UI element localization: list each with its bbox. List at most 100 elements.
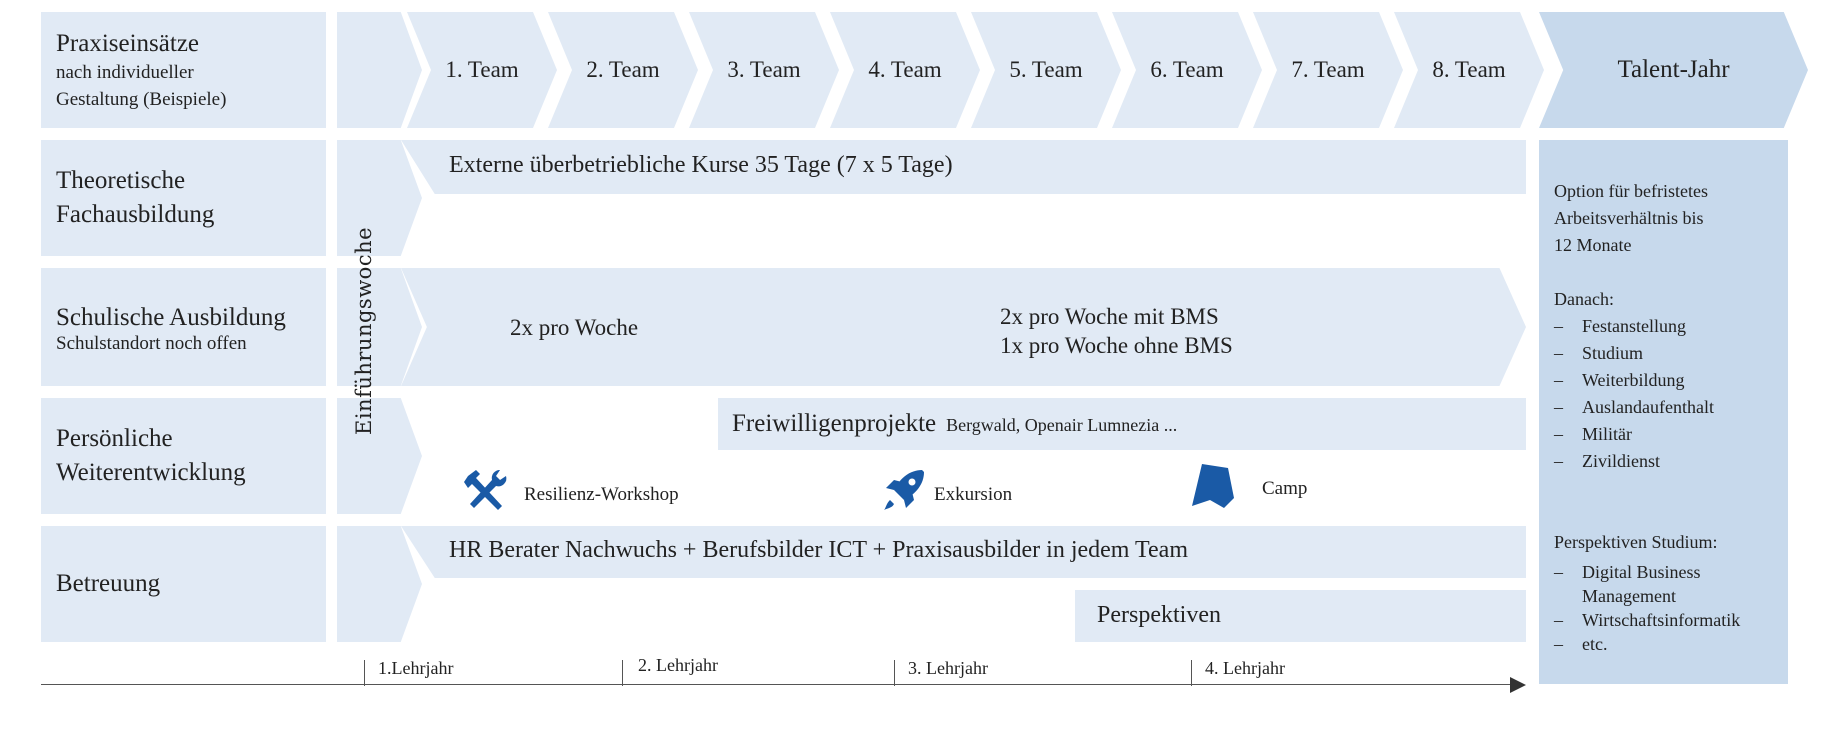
volunteer-band (718, 398, 1526, 450)
panel-list-item: –Wirtschaftsinformatik (1554, 608, 1773, 632)
dash-icon: – (1554, 634, 1563, 654)
dash-icon: – (1554, 370, 1563, 390)
dash-icon: – (1554, 562, 1563, 582)
school-chevron-1-label: 2x pro Woche (510, 315, 639, 340)
support-band-label: HR Berater Nachwuchs + Berufsbilder ICT … (449, 537, 1188, 563)
panel-heading: Perspektiven Studium: (1554, 532, 1718, 552)
timeline-label: 1.Lehrjahr (378, 658, 454, 678)
list-item-label: Weiterbildung (1582, 370, 1685, 390)
intro-week-label: Einführungswoche (352, 226, 376, 435)
talent-year-chevron: Talent-Jahr (1539, 12, 1808, 128)
team-label: 5. Team (1009, 57, 1083, 82)
team-label: 7. Team (1291, 57, 1365, 82)
school-chevron-2 (863, 268, 1526, 386)
panel-list-item: –Digital Business Management (1554, 560, 1773, 608)
row-title: Persönliche (56, 425, 173, 453)
row-title: Fachausbildung (56, 201, 215, 228)
perspectives-label: Perspektiven (1097, 602, 1221, 628)
panel-text: Arbeitsverhältnis bis (1554, 208, 1704, 228)
timeline-tick (364, 660, 365, 686)
list-item-label: Militär (1582, 424, 1632, 444)
row-subtitle: Gestaltung (Beispiele) (56, 88, 227, 110)
school-chevron-2-label: 2x pro Woche mit BMS 1x pro Woche ohne B… (1000, 302, 1233, 360)
team-label: 4. Team (868, 57, 942, 82)
row-title: Theoretische (56, 167, 186, 195)
event-label: Exkursion (934, 484, 1013, 505)
row-subtitle: nach individueller (56, 62, 194, 84)
timeline-tick (1191, 660, 1192, 686)
theory-band-label: Externe überbetriebliche Kurse 35 Tage (… (449, 152, 953, 178)
panel-list-item: –Festanstellung (1554, 313, 1773, 340)
team-chevron: 5. Team (971, 12, 1121, 128)
volunteer-title: Freiwilligenprojekte (732, 410, 937, 437)
list-item-label: etc. (1582, 634, 1608, 654)
talent-year-label: Talent-Jahr (1617, 56, 1730, 83)
list-item-label: Festanstellung (1582, 316, 1686, 336)
support-band (401, 526, 1526, 578)
timeline-tick (894, 660, 895, 686)
timeline-tick (622, 660, 623, 686)
row-title: Betreuung (56, 570, 161, 598)
row-title: Praxiseinsätze (56, 29, 200, 57)
intro-week-segment (337, 526, 422, 642)
team-chevron: 3. Team (689, 12, 839, 128)
team-label: 6. Team (1150, 57, 1224, 82)
list-item-label: Studium (1582, 343, 1644, 363)
event-label: Resilienz-Workshop (524, 484, 679, 505)
event-label: Camp (1262, 478, 1308, 499)
panel-heading: Danach: (1554, 289, 1614, 309)
volunteer-label: Freiwilligenprojekte Bergwald, Openair L… (732, 410, 1177, 438)
panel-list-item: –Militär (1554, 421, 1773, 448)
team-chevron: 1. Team (407, 12, 557, 128)
volunteer-examples: Bergwald, Openair Lumnezia ... (946, 415, 1178, 435)
rocket-icon (884, 470, 924, 510)
timeline-label: 4. Lehrjahr (1205, 658, 1285, 678)
dash-icon: – (1554, 610, 1563, 630)
perspectives-band (1075, 590, 1526, 642)
team-chevron: 6. Team (1112, 12, 1262, 128)
team-label: 2. Team (586, 57, 660, 82)
list-item-label: Auslandaufenthalt (1582, 397, 1714, 417)
row-title: Schulische Ausbildung (56, 303, 286, 331)
panel-list-item: –Auslandaufenthalt (1554, 394, 1773, 421)
tent-icon (1192, 464, 1234, 508)
row-label-persoenlich: Persönliche Weiterentwicklung (41, 398, 326, 514)
team-chevron: 8. Team (1394, 12, 1544, 128)
talent-year-panel: Option für befristetes Arbeitsverhältnis… (1539, 140, 1788, 684)
row-label-betreuung: Betreuung (41, 526, 326, 642)
theory-band (401, 140, 1526, 194)
list-item-label: Digital Business Management (1582, 562, 1701, 606)
row-label-theorie: Theoretische Fachausbildung (41, 140, 326, 256)
dash-icon: – (1554, 316, 1563, 336)
list-item-label: Wirtschaftsinformatik (1582, 610, 1741, 630)
team-chevron: 4. Team (830, 12, 980, 128)
panel-text: Option für befristetes (1554, 181, 1708, 201)
intro-week-segment (337, 12, 422, 128)
row-title: Weiterentwicklung (56, 459, 246, 486)
dash-icon: – (1554, 397, 1563, 417)
tools-icon (464, 469, 507, 510)
dash-icon: – (1554, 343, 1563, 363)
intro-week-segment (337, 398, 422, 514)
team-label: 1. Team (445, 57, 519, 82)
panel-text: 12 Monate (1554, 235, 1632, 255)
panel-list-item: –Studium (1554, 340, 1773, 367)
school-chevron-1 (401, 268, 919, 386)
timeline-label: 2. Lehrjahr (638, 655, 718, 675)
team-label: 3. Team (727, 57, 801, 82)
timeline-axis (41, 684, 1521, 685)
dash-icon: – (1554, 451, 1563, 471)
school-line: 1x pro Woche ohne BMS (1000, 333, 1233, 358)
panel-list-item: –Weiterbildung (1554, 367, 1773, 394)
team-label: 8. Team (1432, 57, 1506, 82)
team-chevron: 7. Team (1253, 12, 1403, 128)
panel-list-item: –etc. (1554, 632, 1773, 656)
intro-week-segment (337, 140, 422, 256)
list-item-label: Zivildienst (1582, 451, 1660, 471)
school-line: 2x pro Woche mit BMS (1000, 304, 1219, 329)
team-chevron: 2. Team (548, 12, 698, 128)
dash-icon: – (1554, 424, 1563, 444)
panel-list-item: –Zivildienst (1554, 448, 1773, 475)
timeline-label: 3. Lehrjahr (908, 658, 988, 678)
row-label-praxiseinsaetze: Praxiseinsätze nach individueller Gestal… (41, 12, 326, 128)
